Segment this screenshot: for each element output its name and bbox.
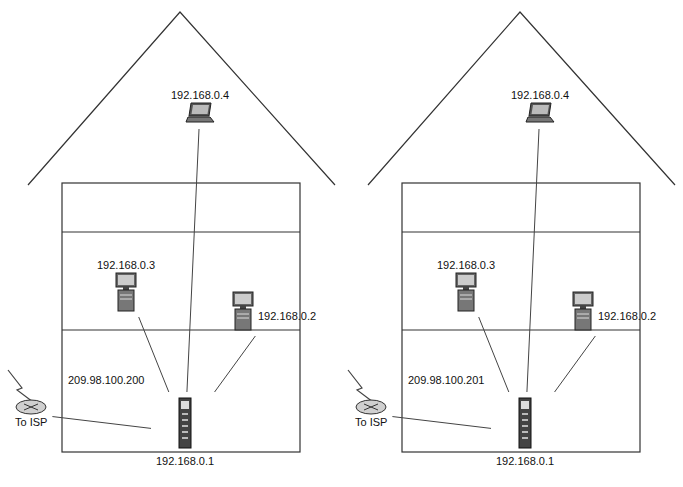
desktop-node: 192.168.0.2 xyxy=(228,288,319,334)
ip-label: 192.168.0.4 xyxy=(511,89,569,102)
desktop-icon xyxy=(571,291,595,331)
isp-node: To ISP xyxy=(352,396,390,432)
public-ip-label: 209.98.100.201 xyxy=(406,374,486,387)
hub-icon xyxy=(176,397,194,449)
floor-line xyxy=(62,329,300,330)
desktop-icon xyxy=(231,291,255,331)
public-ip-label: 209.98.100.200 xyxy=(66,374,146,387)
ip-label: To ISP xyxy=(15,416,47,429)
isp-node: To ISP xyxy=(12,396,50,432)
network-link xyxy=(392,417,491,429)
ip-label: 192.168.0.2 xyxy=(258,310,316,323)
network-link xyxy=(215,336,256,392)
hub-node: 192.168.0.1 xyxy=(153,394,217,471)
house-outline xyxy=(348,12,675,452)
laptop-icon xyxy=(525,102,555,124)
isp-icon xyxy=(355,399,387,415)
isp-wire xyxy=(8,370,33,402)
desktop-node: 192.168.0.3 xyxy=(434,256,498,315)
ip-label: 192.168.0.3 xyxy=(437,259,495,272)
hub-node: 192.168.0.1 xyxy=(493,394,557,471)
ip-label: 192.168.0.4 xyxy=(171,89,229,102)
ip-label: 192.168.0.1 xyxy=(156,455,214,468)
network-link xyxy=(187,129,199,392)
ip-label: 192.168.0.3 xyxy=(97,259,155,272)
desktop-icon xyxy=(454,272,478,312)
laptop-node: 192.168.0.4 xyxy=(508,86,572,127)
ip-label: 192.168.0.1 xyxy=(496,455,554,468)
desktop-node: 192.168.0.3 xyxy=(94,256,158,315)
house-outline xyxy=(8,12,335,452)
network-link xyxy=(555,336,596,392)
desktop-node: 192.168.0.2 xyxy=(568,288,659,334)
hub-icon xyxy=(516,397,534,449)
network-link xyxy=(52,417,151,429)
desktop-icon xyxy=(114,272,138,312)
ip-label: 192.168.0.2 xyxy=(598,310,656,323)
roof xyxy=(28,12,335,185)
laptop-node: 192.168.0.4 xyxy=(168,86,232,127)
isp-icon xyxy=(15,399,47,415)
laptop-icon xyxy=(185,102,215,124)
network-link xyxy=(527,129,539,392)
ip-label: To ISP xyxy=(355,416,387,429)
floor-line xyxy=(62,231,300,232)
